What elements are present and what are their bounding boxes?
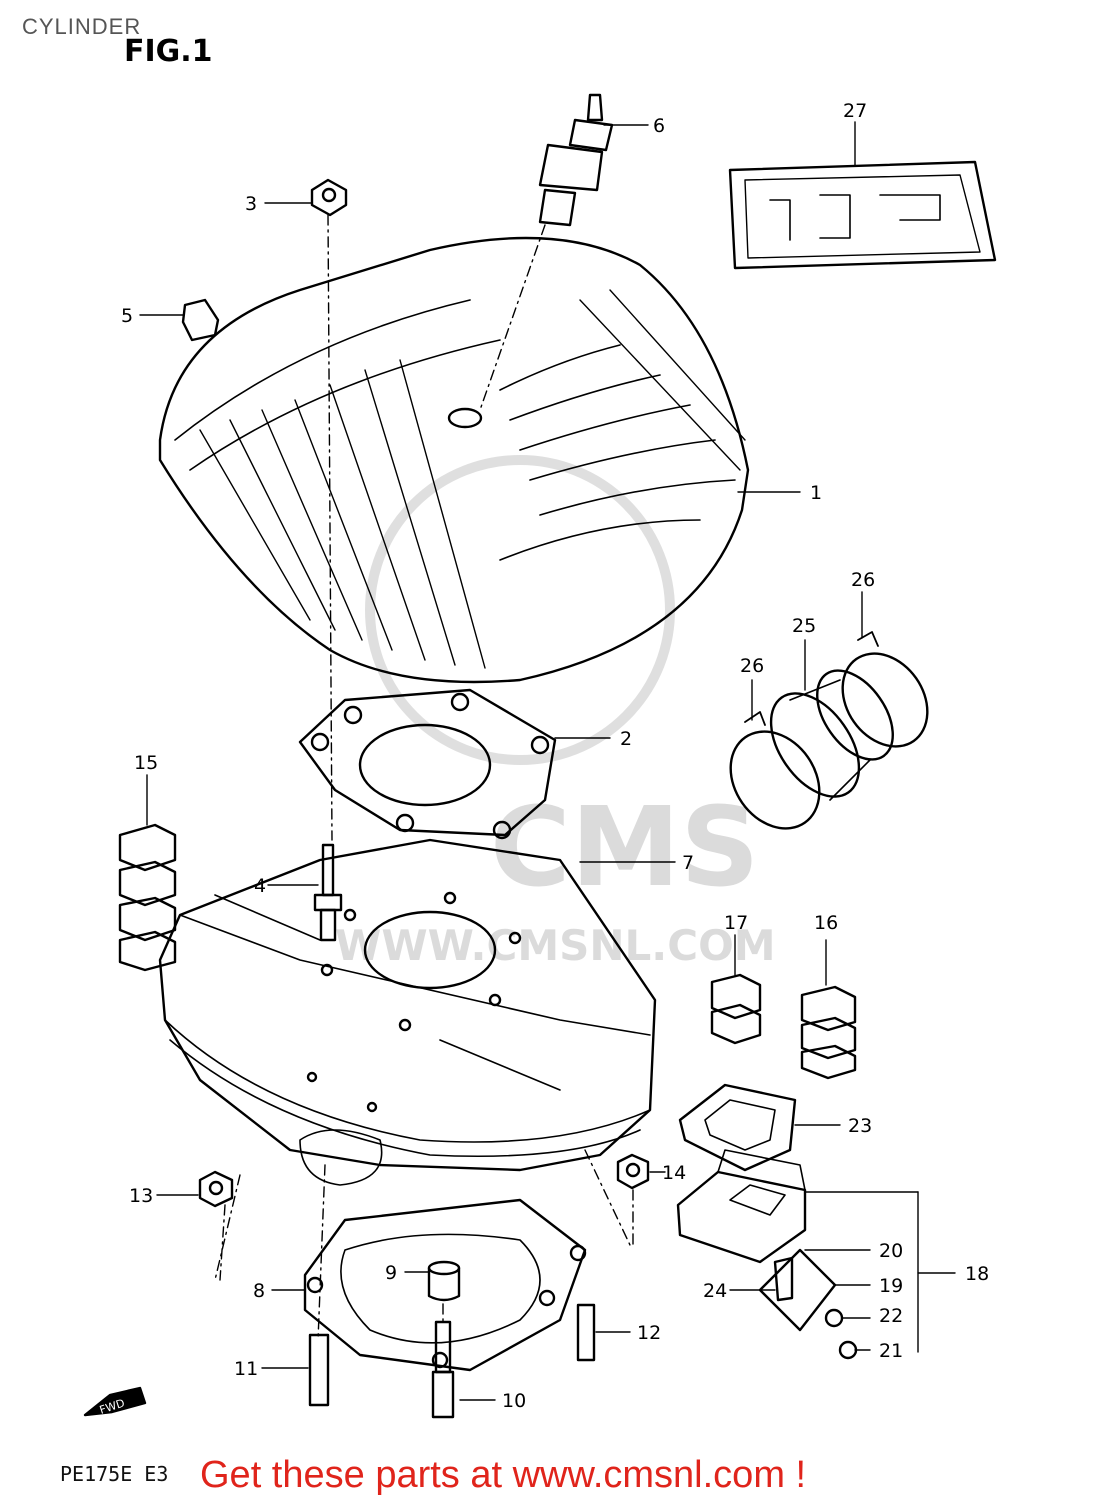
reed-valve-gasket xyxy=(678,1083,797,1172)
callout-26b: 26 xyxy=(851,569,875,591)
watermark-brand: CMS xyxy=(490,783,759,911)
callout-7: 7 xyxy=(682,852,694,874)
callout-26a: 26 xyxy=(740,655,764,677)
callout-6: 6 xyxy=(653,115,665,137)
figure-label: FIG.1 xyxy=(124,34,213,69)
cylinder-head xyxy=(158,236,750,684)
callout-18: 18 xyxy=(965,1263,989,1285)
stud-4 xyxy=(313,843,343,942)
callout-20: 20 xyxy=(879,1240,903,1262)
watermark-url: WWW.CMSNL.COM xyxy=(335,921,776,970)
stud-12 xyxy=(576,1303,596,1362)
head-gasket xyxy=(298,688,557,840)
spark-plug xyxy=(538,93,614,227)
page-title: CYLINDER xyxy=(22,14,142,39)
hose-clamp-1 xyxy=(729,711,821,830)
callout-10: 10 xyxy=(502,1390,526,1412)
alignment-lines xyxy=(214,214,634,1341)
callout-5: 5 xyxy=(121,305,133,327)
parts-link[interactable]: Get these parts at www.cmsnl.com ! xyxy=(200,1454,807,1496)
callout-14: 14 xyxy=(662,1162,686,1184)
callout-27: 27 xyxy=(843,100,867,122)
stud-10 xyxy=(431,1320,455,1419)
hose-clamp-2 xyxy=(841,631,929,748)
head-nut xyxy=(310,178,348,217)
callout-labels: 1 2 3 4 5 6 7 8 9 10 11 12 13 14 15 16 1… xyxy=(121,100,989,1412)
callout-3: 3 xyxy=(245,193,257,215)
callout-17: 17 xyxy=(724,912,748,934)
base-gasket xyxy=(303,1198,587,1372)
callout-2: 2 xyxy=(620,728,632,750)
leader-lines xyxy=(139,121,956,1401)
screw-21 xyxy=(838,1340,858,1360)
callout-9: 9 xyxy=(385,1262,397,1284)
callout-1: 1 xyxy=(810,482,822,504)
nut-14 xyxy=(616,1153,650,1190)
damper-17 xyxy=(710,973,762,1045)
reed-valve-body xyxy=(676,1149,807,1264)
callout-12: 12 xyxy=(637,1322,661,1344)
callout-19: 19 xyxy=(879,1275,903,1297)
model-code: PE175E E3 xyxy=(60,1462,169,1486)
callout-13: 13 xyxy=(129,1185,153,1207)
cylinder-block xyxy=(158,838,657,1186)
damper-15 xyxy=(118,823,177,972)
nut-13 xyxy=(198,1170,234,1208)
cap xyxy=(181,298,220,342)
intake-pipe xyxy=(769,669,894,801)
callout-25: 25 xyxy=(792,615,816,637)
stud-11 xyxy=(308,1333,330,1407)
callout-21: 21 xyxy=(879,1340,903,1362)
screw-24 xyxy=(773,1256,794,1302)
callout-11: 11 xyxy=(234,1358,258,1380)
callout-22: 22 xyxy=(879,1305,903,1327)
label-plate xyxy=(728,160,997,270)
callout-16: 16 xyxy=(814,912,838,934)
callout-15: 15 xyxy=(134,752,158,774)
watermark: CMS WWW.CMSNL.COM xyxy=(335,455,776,970)
dowel-pin xyxy=(427,1260,461,1302)
fwd-label: FWD xyxy=(98,1397,126,1417)
forward-arrow-icon xyxy=(83,1386,147,1417)
callout-24: 24 xyxy=(703,1280,727,1302)
callout-4: 4 xyxy=(254,875,266,897)
washer-22 xyxy=(824,1308,844,1328)
damper-16 xyxy=(800,985,857,1080)
callout-8: 8 xyxy=(253,1280,265,1302)
callout-23: 23 xyxy=(848,1115,872,1137)
